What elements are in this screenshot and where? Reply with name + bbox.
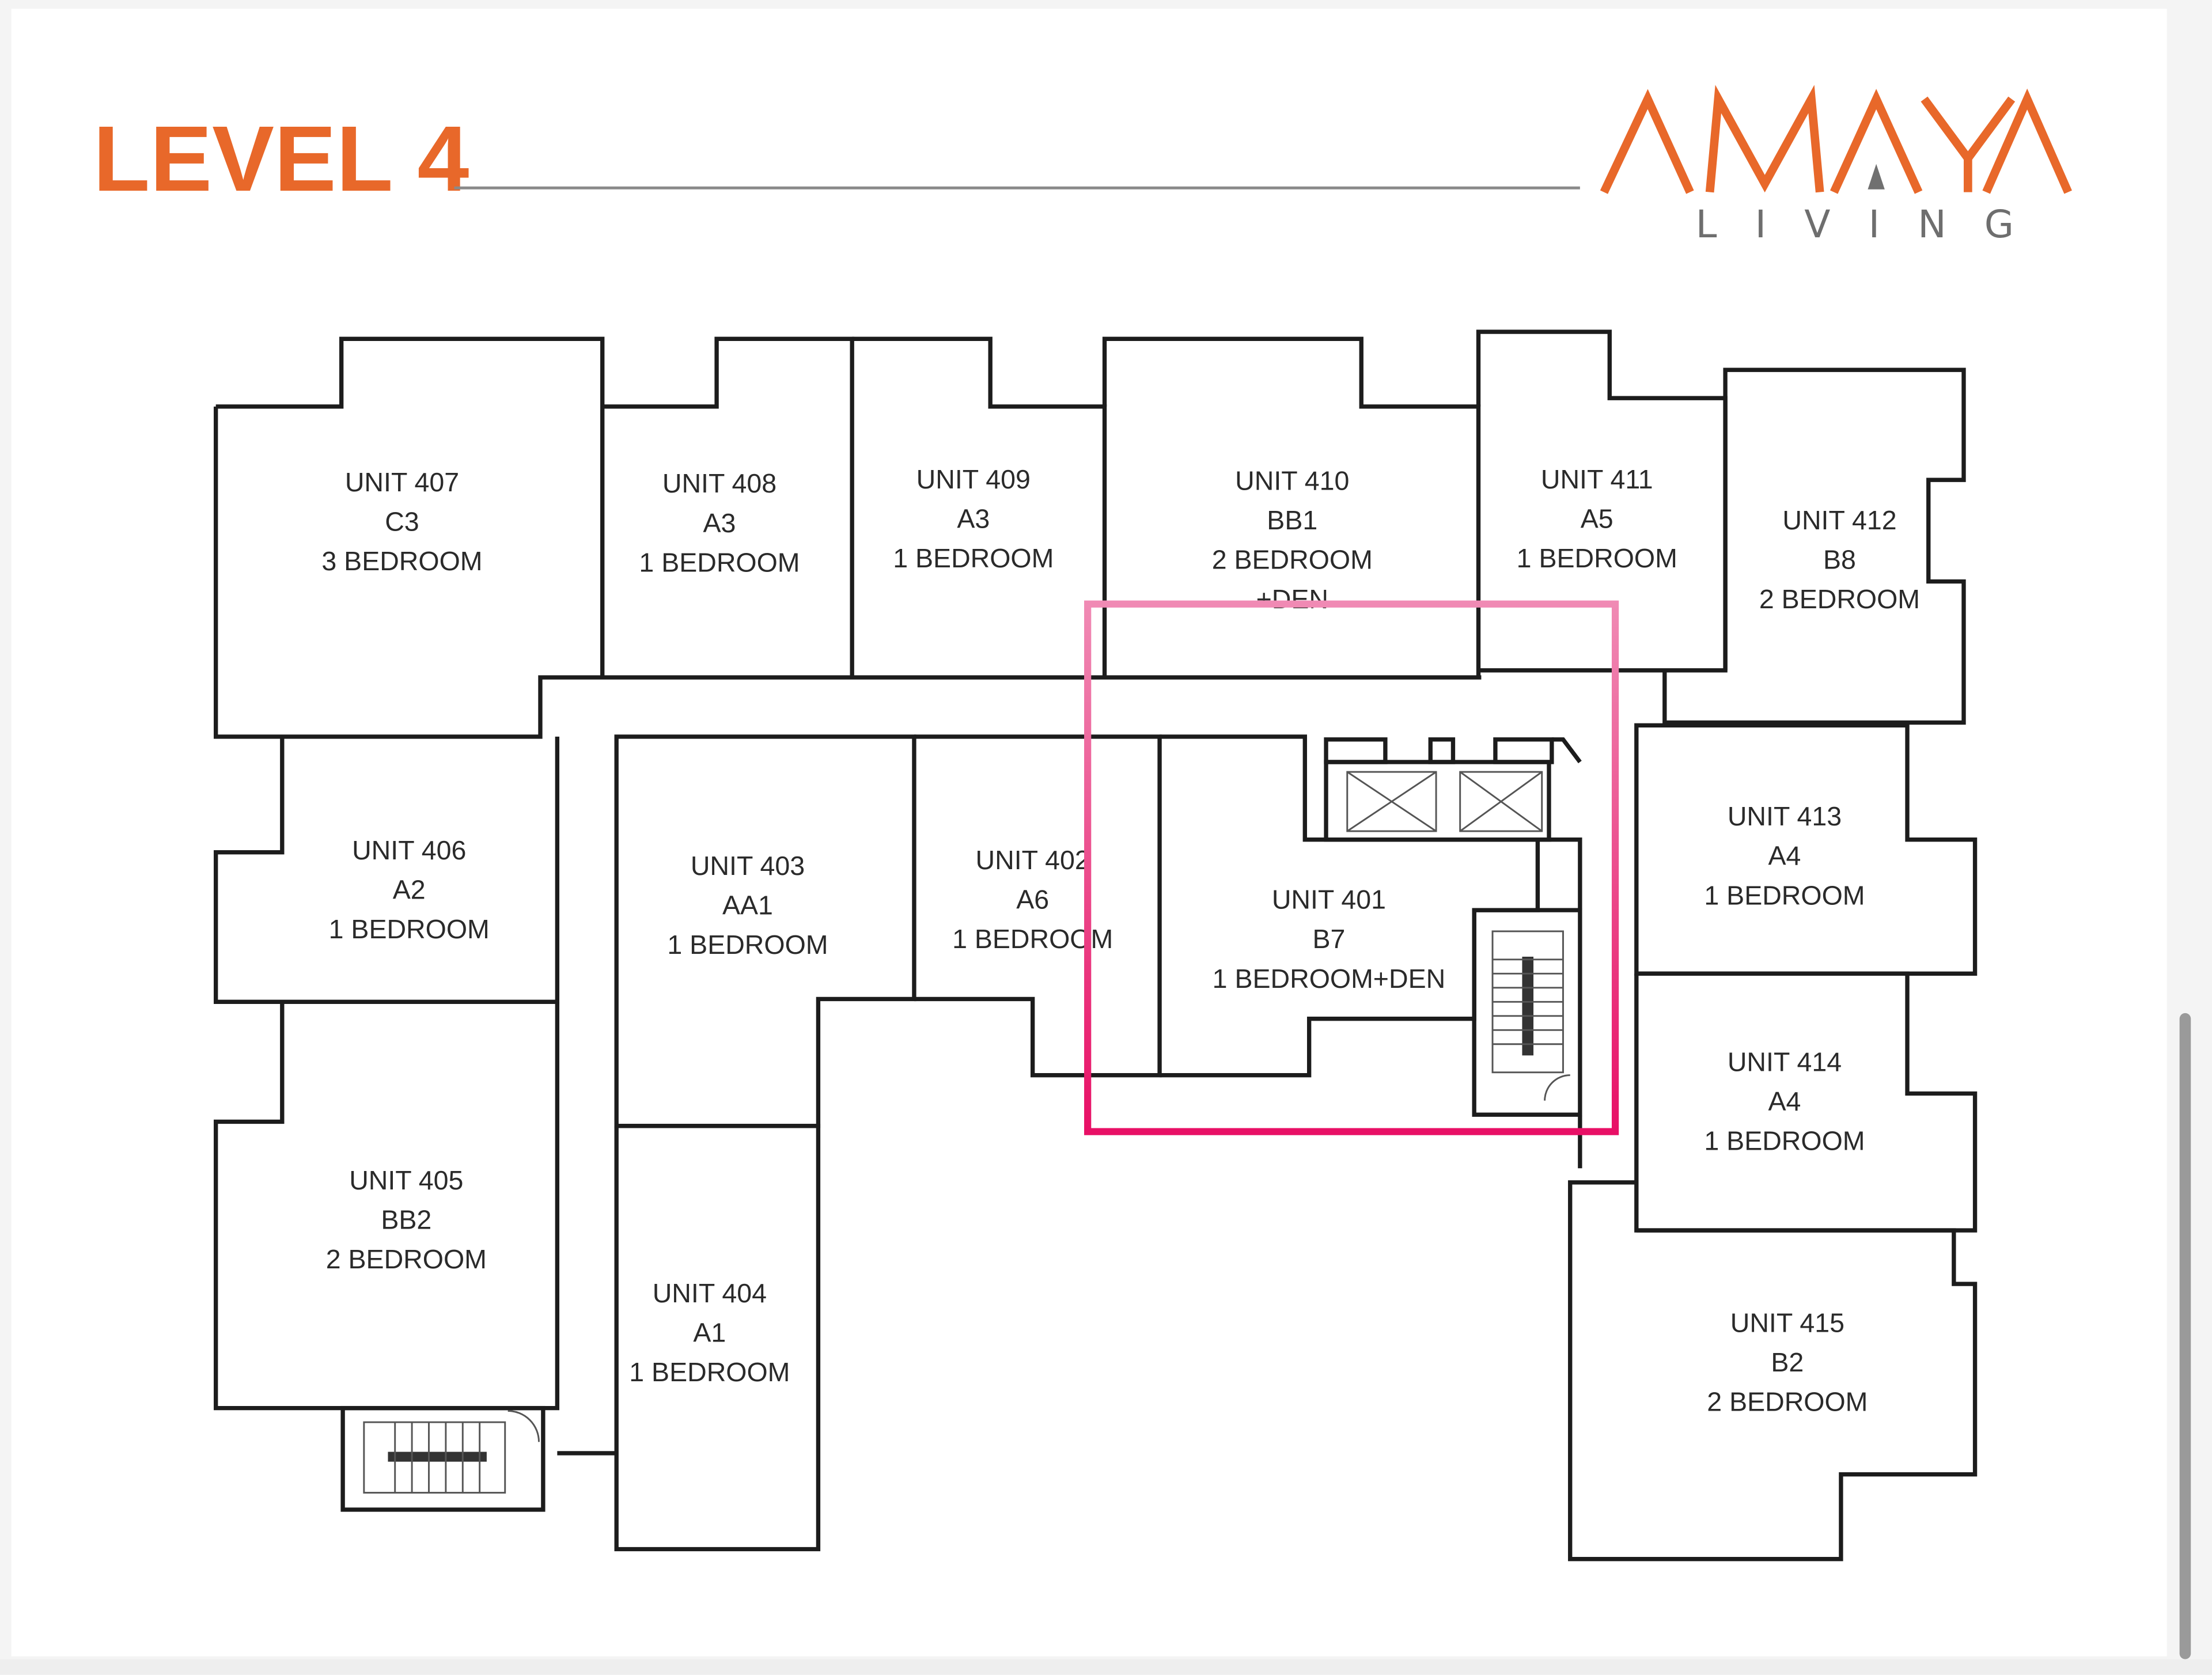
amaya-logo: LIVING — [1600, 85, 2072, 247]
unit-type: A1 — [693, 1318, 726, 1348]
unit-name: UNIT 405 — [349, 1165, 463, 1195]
unit-type: BB2 — [381, 1205, 431, 1235]
unit-name: UNIT 403 — [691, 851, 805, 881]
unit-bedrooms: 2 BEDROOM — [1759, 584, 1920, 614]
unit-bedrooms: 1 BEDROOM — [893, 543, 1054, 573]
unit-type: C3 — [385, 506, 419, 536]
unit-401[interactable]: UNIT 401 B7 1 BEDROOM+DEN — [1213, 885, 1446, 994]
unit-type: B8 — [1823, 544, 1856, 574]
unit-name: UNIT 412 — [1782, 505, 1896, 535]
unit-type: A6 — [1016, 885, 1049, 915]
unit-type: A5 — [1581, 503, 1613, 533]
unit-type: BB1 — [1267, 505, 1317, 535]
unit-name: UNIT 409 — [916, 464, 1031, 494]
unit-type: B2 — [1771, 1347, 1804, 1377]
unit-name: UNIT 406 — [352, 835, 466, 865]
unit-bedrooms: 1 BEDROOM — [667, 930, 828, 960]
stair-east — [1472, 838, 1582, 1169]
walls — [214, 329, 1978, 1562]
stair-west — [340, 1405, 546, 1512]
unit-name: UNIT 402 — [976, 845, 1090, 875]
unit-415[interactable]: UNIT 415 B2 2 BEDROOM — [1707, 1308, 1868, 1416]
unit-type: A2 — [393, 875, 426, 905]
unit-408[interactable]: UNIT 408 A3 1 BEDROOM — [639, 468, 800, 577]
bottom-bar — [0, 1659, 2212, 1675]
unit-405[interactable]: UNIT 405 BB2 2 BEDROOM — [326, 1165, 487, 1274]
unit-bedrooms: 3 BEDROOM — [321, 546, 482, 576]
unit-name: UNIT 415 — [1730, 1308, 1844, 1337]
unit-407[interactable]: UNIT 407 C3 3 BEDROOM — [321, 467, 482, 576]
scrollbar-thumb[interactable] — [2179, 1013, 2191, 1659]
unit-bedrooms: 1 BEDROOM — [1704, 1125, 1865, 1155]
unit-412[interactable]: UNIT 412 B8 2 BEDROOM — [1759, 505, 1920, 614]
unit-name: UNIT 407 — [345, 467, 459, 497]
unit-type: B7 — [1312, 924, 1345, 954]
unit-bedrooms: 1 BEDROOM+DEN — [1213, 964, 1446, 994]
unit-bedrooms: 2 BEDROOM — [326, 1244, 487, 1274]
unit-name: UNIT 408 — [662, 468, 777, 498]
unit-bedrooms: 2 BEDROOM — [1707, 1387, 1868, 1417]
unit-413[interactable]: UNIT 413 A4 1 BEDROOM — [1704, 801, 1865, 910]
unit-name: UNIT 401 — [1272, 885, 1386, 915]
unit-name: UNIT 414 — [1728, 1047, 1842, 1077]
unit-type: A4 — [1768, 841, 1801, 871]
unit-type: A3 — [957, 503, 990, 533]
elevator-core — [1324, 737, 1582, 842]
unit-bedrooms: 1 BEDROOM — [329, 914, 490, 944]
logo-sub: LIVING — [1696, 202, 2052, 247]
unit-bedrooms: 2 BEDROOM — [1212, 544, 1373, 574]
unit-type: A3 — [703, 508, 736, 538]
unit-401-highlight — [1084, 600, 1619, 1135]
unit-name: UNIT 411 — [1541, 464, 1653, 494]
unit-bedrooms: 1 BEDROOM — [629, 1357, 790, 1387]
unit-name: UNIT 413 — [1728, 801, 1842, 831]
unit-extra: +DEN — [1256, 584, 1328, 614]
page-title: LEVEL 4 — [93, 107, 469, 211]
unit-409[interactable]: UNIT 409 A3 1 BEDROOM — [893, 464, 1054, 573]
unit-bedrooms: 1 BEDROOM — [1517, 543, 1677, 573]
unit-name: UNIT 404 — [653, 1278, 767, 1308]
unit-403[interactable]: UNIT 403 AA1 1 BEDROOM — [667, 851, 828, 960]
unit-type: A4 — [1768, 1086, 1801, 1116]
unit-name: UNIT 410 — [1235, 465, 1349, 495]
unit-414[interactable]: UNIT 414 A4 1 BEDROOM — [1704, 1047, 1865, 1155]
unit-type: AA1 — [722, 890, 773, 920]
unit-bedrooms: 1 BEDROOM — [1704, 880, 1865, 910]
unit-bedrooms: 1 BEDROOM — [639, 547, 800, 577]
unit-404[interactable]: UNIT 404 A1 1 BEDROOM — [629, 1278, 790, 1387]
unit-406[interactable]: UNIT 406 A2 1 BEDROOM — [329, 835, 490, 944]
unit-411[interactable]: UNIT 411 A5 1 BEDROOM — [1517, 464, 1677, 573]
unit-410[interactable]: UNIT 410 BB1 2 BEDROOM +DEN — [1212, 465, 1373, 614]
